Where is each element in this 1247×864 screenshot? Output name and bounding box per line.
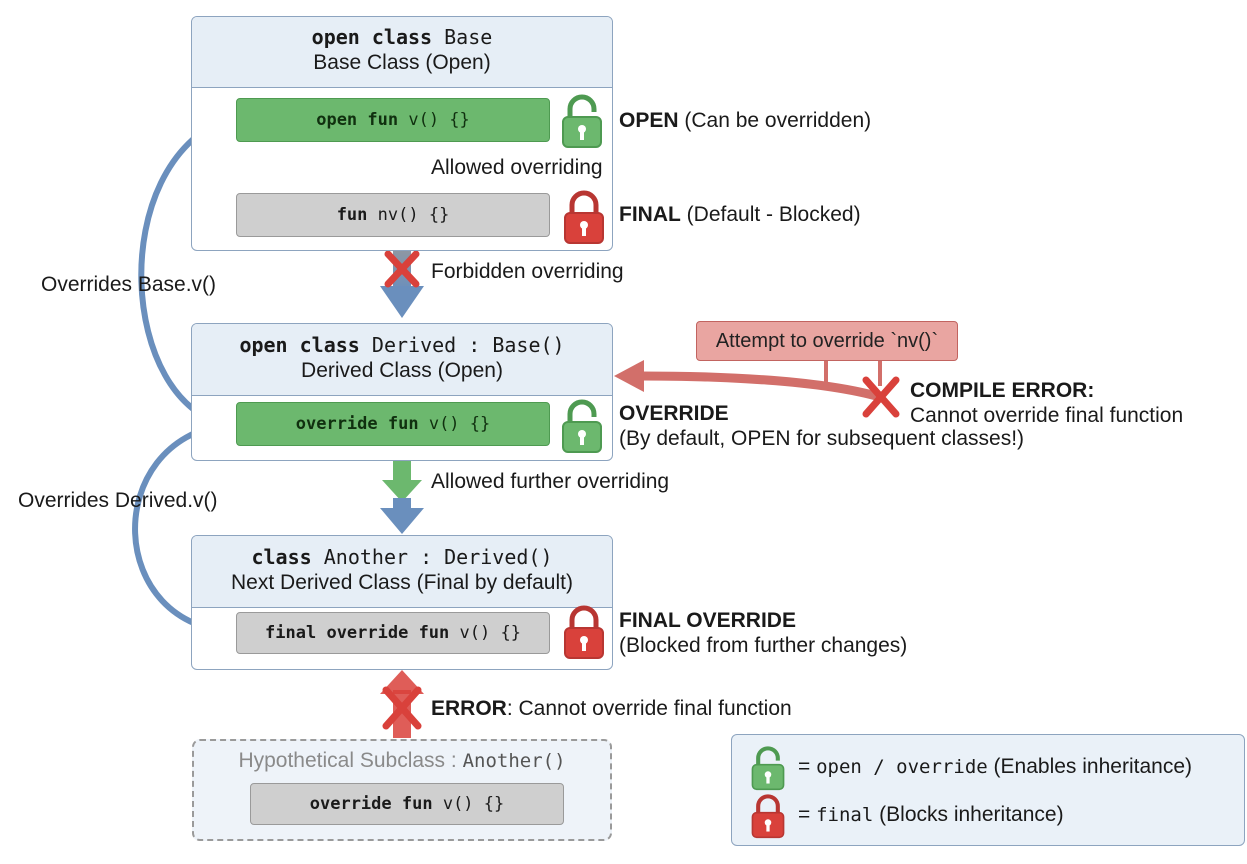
- derived-class-panel: open class Derived : Base() Derived Clas…: [191, 323, 613, 461]
- open-label: OPEN (Can be overridden): [619, 109, 872, 132]
- error-x-icon: [382, 686, 422, 730]
- hypothetical-subclass-title: Hypothetical Subclass : Another(): [238, 749, 566, 772]
- forbidden-x-icon: [384, 250, 420, 288]
- another-class-declaration: class Another : Derived(): [251, 545, 553, 569]
- overrides-base-label: Overrides Base.v(): [41, 273, 217, 296]
- attempt-override-box: Attempt to override `nv()`: [696, 321, 958, 361]
- final-label: FINAL (Default - Blocked): [619, 203, 861, 226]
- base-final-lock-icon: [564, 190, 604, 244]
- another-class-subtitle: Next Derived Class (Final by default): [231, 571, 573, 594]
- allowed-further-head-blue: [380, 508, 424, 534]
- allowed-overriding-label: Allowed overriding: [431, 156, 603, 179]
- base-class-panel: open class Base Base Class (Open) open f…: [191, 16, 613, 251]
- legend: = open / override (Enables inheritance) …: [731, 734, 1245, 846]
- attempt-arrow-line: [639, 371, 882, 402]
- attempt-arrow-head: [614, 360, 644, 392]
- legend-open-lock-icon: [751, 746, 785, 791]
- another-final-lock-icon: [564, 605, 604, 659]
- derived-class-subtitle: Derived Class (Open): [301, 359, 503, 382]
- compile-error-x-icon: [862, 376, 900, 418]
- overrides-derived-curve: [132, 421, 241, 635]
- derived-class-declaration: open class Derived : Base(): [239, 333, 565, 357]
- base-open-lock-icon: [562, 94, 602, 148]
- derived-class-header: open class Derived : Base() Derived Clas…: [192, 324, 612, 396]
- hypothetical-subclass-panel: Hypothetical Subclass : Another() overri…: [192, 739, 612, 841]
- allowed-further-head-green: [382, 480, 422, 502]
- base-final-fun: fun nv() {}: [236, 193, 550, 237]
- overrides-base-curve: [138, 115, 231, 428]
- override-label: OVERRIDE(By default, OPEN for subsequent…: [619, 402, 1025, 450]
- base-class-declaration: open class Base: [311, 25, 493, 49]
- legend-open-text: = open / override (Enables inheritance): [798, 755, 1192, 778]
- allowed-further-label: Allowed further overriding: [431, 470, 670, 493]
- forbidden-overriding-label: Forbidden overriding: [431, 260, 624, 283]
- derived-override-fun: override fun v() {}: [236, 402, 550, 446]
- overrides-derived-label: Overrides Derived.v(): [18, 489, 218, 512]
- derived-open-lock-icon: [562, 399, 602, 453]
- error-label: ERROR: Cannot override final function: [431, 697, 792, 720]
- legend-final-lock-icon: [751, 794, 785, 839]
- another-final-override-fun: final override fun v() {}: [236, 612, 550, 654]
- error-arrow-head: [380, 670, 424, 694]
- another-class-header: class Another : Derived() Next Derived C…: [192, 536, 612, 608]
- hypothetical-override-fun: override fun v() {}: [250, 783, 564, 825]
- compile-error-label: COMPILE ERROR:Cannot override final func…: [910, 379, 1184, 427]
- forbidden-arrow-head: [380, 286, 424, 318]
- base-open-fun: open fun v() {}: [236, 98, 550, 142]
- base-class-header: open class Base Base Class (Open): [192, 17, 612, 88]
- final-override-label: FINAL OVERRIDE(Blocked from further chan…: [619, 609, 908, 657]
- another-class-panel: class Another : Derived() Next Derived C…: [191, 535, 613, 670]
- base-class-subtitle: Base Class (Open): [313, 51, 491, 74]
- legend-final-text: = final (Blocks inheritance): [798, 803, 1064, 826]
